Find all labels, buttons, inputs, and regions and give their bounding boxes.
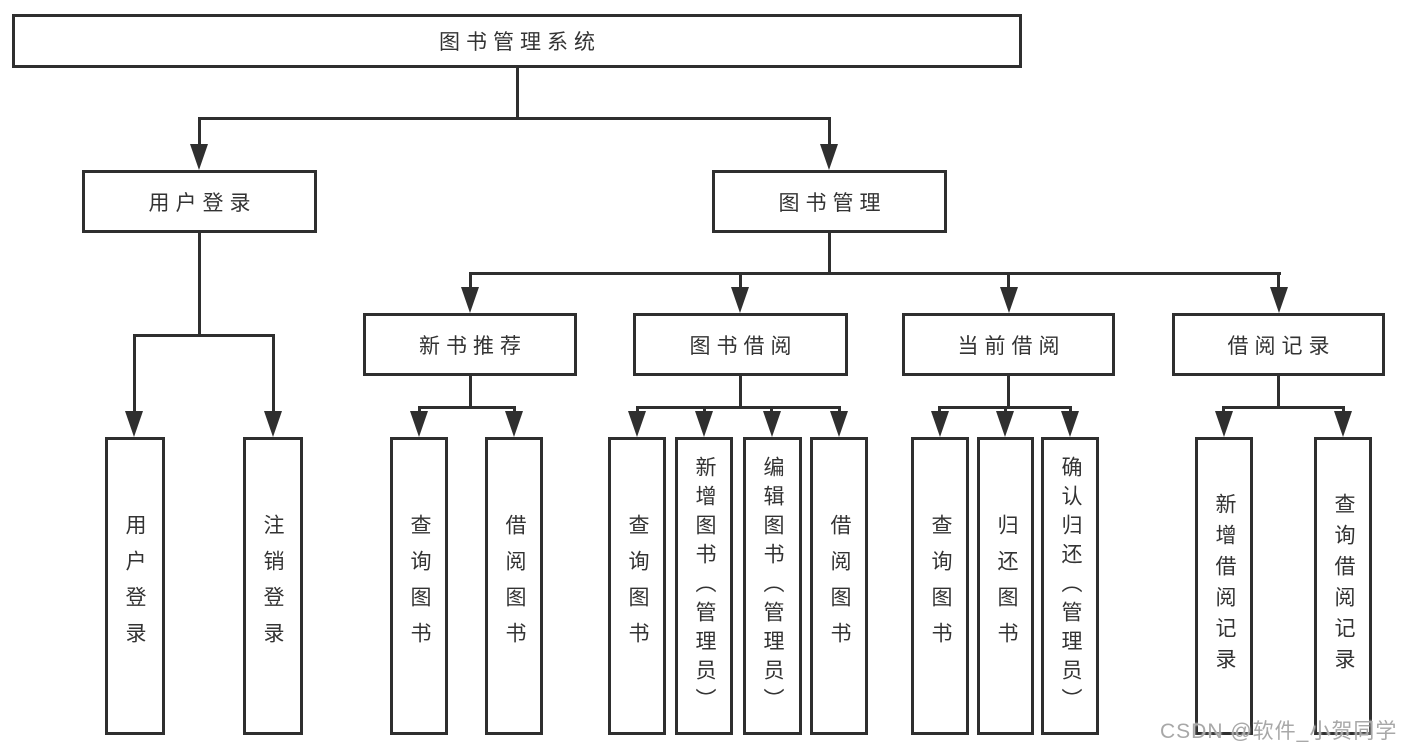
leaf-confirm-return-admin: 确认归还（管理员） — [1041, 437, 1099, 735]
connector-v — [838, 406, 841, 414]
connector-arrow-down — [1061, 411, 1079, 437]
connector-arrow-down — [820, 144, 838, 170]
node-library-system: 图书管理系统 — [12, 14, 1022, 68]
leaf-query-borrow-record: 查询借阅记录 — [1314, 437, 1372, 735]
connector-v — [1277, 272, 1280, 289]
connector-arrow-down — [830, 411, 848, 437]
connector-v — [1277, 375, 1280, 408]
connector-arrow-down — [264, 411, 282, 437]
connector-arrow-down — [505, 411, 523, 437]
leaf-query-books-borrowing: 查询图书 — [608, 437, 666, 735]
connector-v — [938, 406, 941, 414]
connector-arrow-down — [1215, 411, 1233, 437]
leaf-borrow-books-recommend: 借阅图书 — [485, 437, 543, 735]
connector-v — [513, 406, 516, 414]
connector-v — [828, 232, 831, 274]
connector-v — [469, 374, 472, 408]
connector-v — [1069, 406, 1072, 414]
connector-v — [1007, 375, 1010, 408]
connector-arrow-down — [125, 411, 143, 437]
connector-arrow-down — [731, 287, 749, 313]
connector-h — [469, 272, 1281, 275]
connector-arrow-down — [461, 287, 479, 313]
connector-arrow-down — [410, 411, 428, 437]
leaf-add-borrow-record: 新增借阅记录 — [1195, 437, 1253, 735]
connector-v — [1004, 406, 1007, 414]
connector-v — [1222, 406, 1225, 414]
leaf-return-books: 归还图书 — [977, 437, 1034, 735]
connector-arrow-down — [996, 411, 1014, 437]
connector-v — [739, 374, 742, 408]
node-book-borrowing: 图书借阅 — [633, 313, 848, 376]
connector-arrow-down — [763, 411, 781, 437]
leaf-edit-book-admin: 编辑图书（管理员） — [743, 437, 802, 735]
connector-arrow-down — [628, 411, 646, 437]
node-user-login: 用户登录 — [82, 170, 317, 233]
connector-arrow-down — [1000, 287, 1018, 313]
leaf-query-books-current: 查询图书 — [911, 437, 969, 735]
connector-arrow-down — [1270, 287, 1288, 313]
connector-v — [1007, 272, 1010, 289]
connector-arrow-down — [931, 411, 949, 437]
connector-v — [133, 334, 136, 414]
connector-v — [703, 406, 706, 414]
connector-v — [636, 406, 639, 414]
connector-h — [198, 117, 831, 120]
connector-v — [198, 232, 201, 336]
connector-v — [272, 334, 275, 414]
connector-h — [1222, 406, 1345, 409]
connector-arrow-down — [1334, 411, 1352, 437]
watermark-text: CSDN @软件_小贺同学 — [1160, 720, 1398, 743]
connector-v — [770, 406, 773, 414]
connector-v — [828, 117, 831, 147]
connector-v — [739, 272, 742, 289]
leaf-logout: 注销登录 — [243, 437, 303, 735]
connector-v — [198, 117, 201, 147]
connector-v — [1342, 406, 1345, 414]
connector-h — [636, 406, 841, 409]
connector-v — [418, 406, 421, 414]
leaf-query-books-recommend: 查询图书 — [390, 437, 448, 735]
leaf-user-login: 用户登录 — [105, 437, 165, 735]
connector-arrow-down — [695, 411, 713, 437]
connector-h — [133, 334, 275, 337]
connector-v — [469, 272, 472, 289]
connector-h — [418, 406, 516, 409]
node-current-borrowing: 当前借阅 — [902, 313, 1115, 376]
node-borrowing-records: 借阅记录 — [1172, 313, 1385, 376]
connector-v — [516, 66, 519, 119]
leaf-borrow-books-borrowing: 借阅图书 — [810, 437, 868, 735]
leaf-add-book-admin: 新增图书（管理员） — [675, 437, 733, 735]
node-book-management: 图书管理 — [712, 170, 947, 233]
connector-arrow-down — [190, 144, 208, 170]
node-new-book-recommend: 新书推荐 — [363, 313, 577, 376]
